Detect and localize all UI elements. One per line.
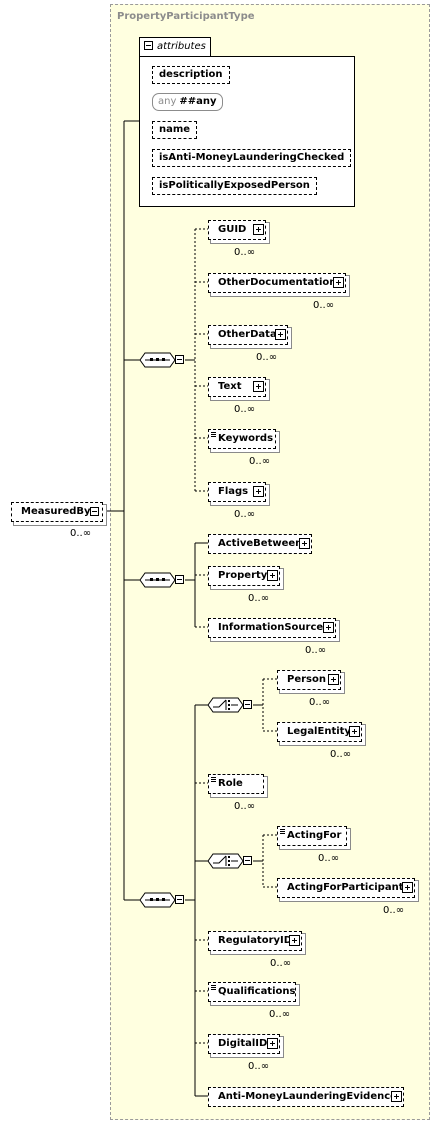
expand-icon[interactable] [328,674,339,685]
occurs-label: 0..∞ [234,404,256,415]
root-collapse-toggle[interactable] [90,507,99,516]
element-label: Property [218,570,268,581]
expand-icon[interactable] [253,486,264,497]
element-keywords[interactable]: Keywords [208,429,276,449]
choice-2-collapse-toggle[interactable] [243,856,252,865]
any-value: ##any [179,96,217,107]
choice-compositor-1 [207,697,244,713]
element-property[interactable]: Property [208,566,280,586]
element-acting-for[interactable]: ActingFor [277,826,347,846]
expand-icon[interactable] [333,277,344,288]
element-other-documentation[interactable]: OtherDocumentation [208,273,346,293]
expand-icon[interactable] [323,622,334,633]
attributes-collapse-toggle[interactable] [144,41,153,50]
element-other-data[interactable]: OtherData [208,325,288,345]
sequence-compositor-2 [139,572,176,588]
element-role[interactable]: Role [208,774,264,794]
attribute-description[interactable]: description [152,66,230,84]
occurs-label: 0..∞ [248,593,270,604]
occurs-label: 0..∞ [309,697,331,708]
attributes-tab-label: attributes [157,41,206,52]
element-label: Role [218,778,243,789]
simple-content-icon [211,777,216,782]
choice-compositor-2 [207,853,244,869]
occurs-label: 0..∞ [313,300,335,311]
occurs-label: 0..∞ [318,853,340,864]
element-label: Text [218,381,242,392]
element-acting-for-participants[interactable]: ActingForParticipants [277,878,415,898]
attribute-name[interactable]: name [152,121,198,139]
occurs-label: 0..∞ [234,247,256,258]
root-element-measured-by[interactable]: MeasuredBy [11,502,103,522]
element-active-between[interactable]: ActiveBetween [208,534,312,554]
occurs-label: 0..∞ [269,1009,291,1020]
element-label: Person [287,674,326,685]
element-label: Keywords [218,433,274,444]
expand-icon[interactable] [289,935,300,946]
element-legal-entity[interactable]: LegalEntity [277,722,362,742]
occurs-label: 0..∞ [234,509,256,520]
occurs-label: 0..∞ [383,905,405,916]
element-anti-money-laundering-evidence[interactable]: Anti-MoneyLaunderingEvidence [208,1087,404,1107]
attribute-is-anti-money-laundering-checked[interactable]: isAnti-MoneyLaunderingChecked [152,149,352,167]
element-label: Qualifications [218,986,296,997]
sequence-2-collapse-toggle[interactable] [175,575,184,584]
expand-icon[interactable] [267,1038,278,1049]
element-guid[interactable]: GUID [208,220,266,240]
any-prefix: any [158,96,177,107]
choice-1-collapse-toggle[interactable] [243,700,252,709]
element-label: DigitalID [218,1038,268,1049]
expand-icon[interactable] [253,224,264,235]
sequence-1-collapse-toggle[interactable] [175,355,184,364]
expand-icon[interactable] [275,329,286,340]
simple-content-icon [211,985,216,990]
element-information-sources[interactable]: InformationSources [208,618,336,638]
simple-content-icon [280,829,285,834]
sequence-compositor-3 [139,892,176,908]
expand-icon[interactable] [402,882,413,893]
element-person[interactable]: Person [277,670,341,690]
element-label: OtherDocumentation [218,277,337,288]
element-flags[interactable]: Flags [208,482,266,502]
expand-icon[interactable] [267,570,278,581]
element-label: Anti-MoneyLaunderingEvidence [218,1091,397,1102]
element-label: InformationSources [218,622,330,633]
element-label: GUID [218,224,247,235]
element-qualifications[interactable]: Qualifications [208,982,296,1002]
element-label: ActingForParticipants [287,882,410,893]
expand-icon[interactable] [349,726,360,737]
attributes-tab [139,37,211,56]
expand-icon[interactable] [253,381,264,392]
element-label: Flags [218,486,249,497]
element-label: LegalEntity [287,726,351,737]
occurs-label: 0..∞ [330,749,352,760]
occurs-label: 0..∞ [270,958,292,969]
occurs-label: 0..∞ [256,352,278,363]
element-label: RegulatoryID [218,935,293,946]
attribute-is-politically-exposed-person[interactable]: isPoliticallyExposedPerson [152,177,317,195]
sequence-compositor-1 [139,352,176,368]
attribute-any[interactable]: any##any [152,93,223,111]
occurs-label: 0..∞ [248,1061,270,1072]
expand-icon[interactable] [299,538,310,549]
element-label: ActingFor [287,830,342,841]
simple-content-icon [211,432,216,437]
occurs-label: 0..∞ [305,645,327,656]
element-label: OtherData [218,329,277,340]
element-label: ActiveBetween [218,538,303,549]
expand-icon[interactable] [391,1091,402,1102]
element-digital-id[interactable]: DigitalID [208,1034,280,1054]
type-title: PropertyParticipantType [117,11,255,22]
element-text[interactable]: Text [208,377,266,397]
occurs-label: 0..∞ [249,456,271,467]
occurs-label: 0..∞ [234,801,256,812]
root-element-label: MeasuredBy [21,506,91,517]
sequence-3-collapse-toggle[interactable] [175,895,184,904]
root-occurs: 0..∞ [70,528,92,539]
element-regulatory-id[interactable]: RegulatoryID [208,931,302,951]
